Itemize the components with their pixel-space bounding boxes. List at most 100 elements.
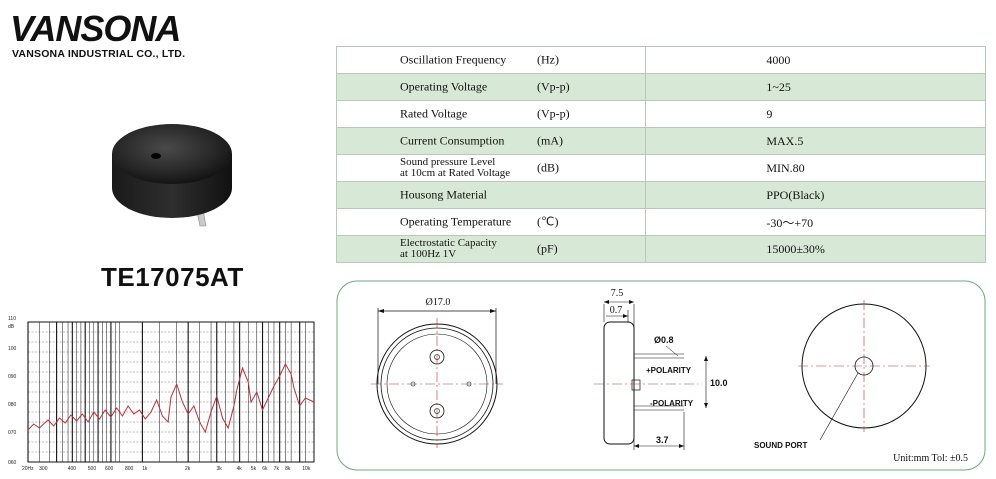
spec-value-cell: 1~25 bbox=[645, 73, 986, 101]
graph-x-label: 600 bbox=[105, 466, 114, 472]
spec-row: Current Consumption (mA) MAX.5 bbox=[335, 127, 986, 155]
company-name: VANSONA INDUSTRIAL CO., LTD. bbox=[12, 48, 186, 60]
graph-x-label: 500 bbox=[88, 466, 97, 472]
brand-name: VANSONA bbox=[10, 8, 181, 49]
spec-value: 4000 bbox=[766, 52, 791, 67]
graph-x-label: 800 bbox=[125, 466, 134, 472]
graph-y-label: 070 bbox=[8, 430, 17, 436]
company-logo: VANSONA VANSONA INDUSTRIAL CO., LTD. bbox=[10, 8, 190, 60]
minus-polarity-label: -POLARITY bbox=[650, 399, 694, 408]
pin-length-label: 3.7 bbox=[656, 435, 669, 445]
side-view: 7.5 0.7 Ø0.8 +POLARITY -POLARITY 10.0 3.… bbox=[594, 288, 728, 450]
product-photo bbox=[112, 124, 232, 227]
dimension-drawing: Ø17.0 7.5 0.7 Ø0.8 +POLARITY -POLAR bbox=[336, 280, 986, 471]
graph-response-curve bbox=[27, 362, 315, 434]
spec-param-cell: Operating Voltage (Vp-p) bbox=[335, 73, 647, 101]
graph-y-label: 090 bbox=[8, 374, 17, 380]
graph-y-label: 100 bbox=[8, 346, 17, 352]
spec-row: Housong Material PPO(Black) bbox=[335, 181, 986, 209]
graph-x-label: 7k bbox=[274, 466, 280, 472]
spec-value: 15000±30% bbox=[766, 241, 825, 256]
spec-param-name-line: at 100Hz 1V bbox=[400, 248, 457, 260]
spec-param-name: Operating Temperature bbox=[400, 214, 512, 229]
spec-value-cell: PPO(Black) bbox=[645, 181, 986, 209]
graph-x-label: 4k bbox=[237, 466, 243, 472]
spec-row: Rated Voltage (Vp-p) 9 bbox=[335, 100, 986, 128]
spec-value: PPO(Black) bbox=[766, 187, 825, 202]
pin-diameter-label: Ø0.8 bbox=[654, 335, 674, 345]
spec-value-cell: 9 bbox=[645, 100, 986, 128]
spec-param-name-line: Rated Voltage bbox=[400, 106, 468, 121]
sound-port-label: SOUND PORT bbox=[754, 441, 807, 450]
graph-x-label: 400 bbox=[68, 466, 77, 472]
rear-view: SOUND PORT bbox=[754, 300, 930, 450]
model-number: TE17075AT bbox=[101, 262, 244, 292]
spec-param-cell: Operating Temperature (℃) bbox=[335, 208, 647, 236]
spec-value-cell: 4000 bbox=[645, 46, 986, 74]
spec-value: -30～+70 bbox=[766, 215, 814, 230]
spec-value: 1~25 bbox=[766, 79, 791, 94]
graph-x-label: 6k bbox=[262, 466, 268, 472]
spec-row: Operating Voltage (Vp-p) 1~25 bbox=[335, 73, 986, 101]
spec-value-cell: MAX.5 bbox=[645, 127, 986, 155]
spec-value: MIN.80 bbox=[766, 160, 805, 175]
graph-x-label: 5k bbox=[251, 466, 257, 472]
spec-param-name-line: Current Consumption bbox=[400, 133, 505, 148]
graph-x-label: 20Hz bbox=[22, 466, 34, 472]
spec-value-cell: MIN.80 bbox=[645, 154, 986, 182]
spec-param-unit: (Vp-p) bbox=[537, 79, 570, 94]
spec-value: MAX.5 bbox=[766, 133, 804, 148]
spec-param-name: Operating Voltage bbox=[400, 79, 488, 94]
unit-tolerance-note: Unit:mm Tol: ±0.5 bbox=[893, 453, 968, 464]
graph-x-label: 300 bbox=[39, 466, 48, 472]
front-view: Ø17.0 bbox=[371, 297, 503, 448]
diameter-label: Ø17.0 bbox=[426, 297, 451, 308]
drawing-frame bbox=[336, 280, 986, 471]
spec-param-name-line: Operating Temperature bbox=[400, 214, 512, 229]
spec-param-name: Housong Material bbox=[400, 187, 487, 202]
spec-param-unit: (Vp-p) bbox=[537, 106, 570, 121]
spec-param-name-line: Housong Material bbox=[400, 187, 487, 202]
spec-param-cell: Housong Material bbox=[335, 181, 647, 209]
graph-y-label: 060 bbox=[8, 460, 17, 466]
spec-param-name-line: Sound pressure Level bbox=[400, 156, 496, 168]
spec-value-cell: -30～+70 bbox=[645, 208, 986, 236]
plus-polarity-label: +POLARITY bbox=[646, 366, 692, 375]
spec-param-name-line: at 10cm at Rated Voltage bbox=[400, 167, 511, 179]
spec-param-cell: Rated Voltage (Vp-p) bbox=[335, 100, 647, 128]
graph-x-label: 2k bbox=[185, 466, 191, 472]
graph-x-label: 1k bbox=[142, 466, 148, 472]
spec-value-cell: 15000±30% bbox=[645, 235, 986, 263]
spec-param-name-line: Oscillation Frequency bbox=[400, 52, 507, 67]
spec-param-name-line: Operating Voltage bbox=[400, 79, 488, 94]
spec-value: 9 bbox=[766, 106, 773, 121]
spec-param-unit: (℃) bbox=[537, 214, 559, 229]
spec-param-unit: (Hz) bbox=[537, 52, 559, 67]
spec-param-cell: Current Consumption (mA) bbox=[335, 127, 647, 155]
spec-param-name: Current Consumption bbox=[400, 133, 505, 148]
frequency-response-graph: 110 dB 100 090 080 070 060 20Hz 300 400 500 600 800 1… bbox=[8, 316, 315, 472]
spec-param-name: Rated Voltage bbox=[400, 106, 468, 121]
spec-param-unit: (dB) bbox=[537, 160, 559, 175]
graph-x-label: 10k bbox=[302, 466, 311, 472]
spec-param-name-line: Electrostatic Capacity bbox=[400, 237, 497, 249]
height-label: 7.5 bbox=[611, 288, 624, 299]
graph-y-label: 110 bbox=[8, 316, 16, 322]
spec-param-unit: (pF) bbox=[537, 241, 558, 256]
spec-param-name: Oscillation Frequency bbox=[400, 52, 507, 67]
graph-y-label: dB bbox=[8, 324, 15, 330]
spec-param-unit: (mA) bbox=[537, 133, 563, 148]
spec-row: Operating Temperature (℃) -30～+70 bbox=[335, 208, 986, 236]
graph-x-label: 8k bbox=[285, 466, 291, 472]
spec-row: Oscillation Frequency (Hz) 4000 bbox=[335, 46, 986, 74]
graph-x-label: 3k bbox=[216, 466, 222, 472]
graph-y-label: 080 bbox=[8, 402, 17, 408]
spec-param-cell: Oscillation Frequency (Hz) bbox=[335, 46, 647, 74]
